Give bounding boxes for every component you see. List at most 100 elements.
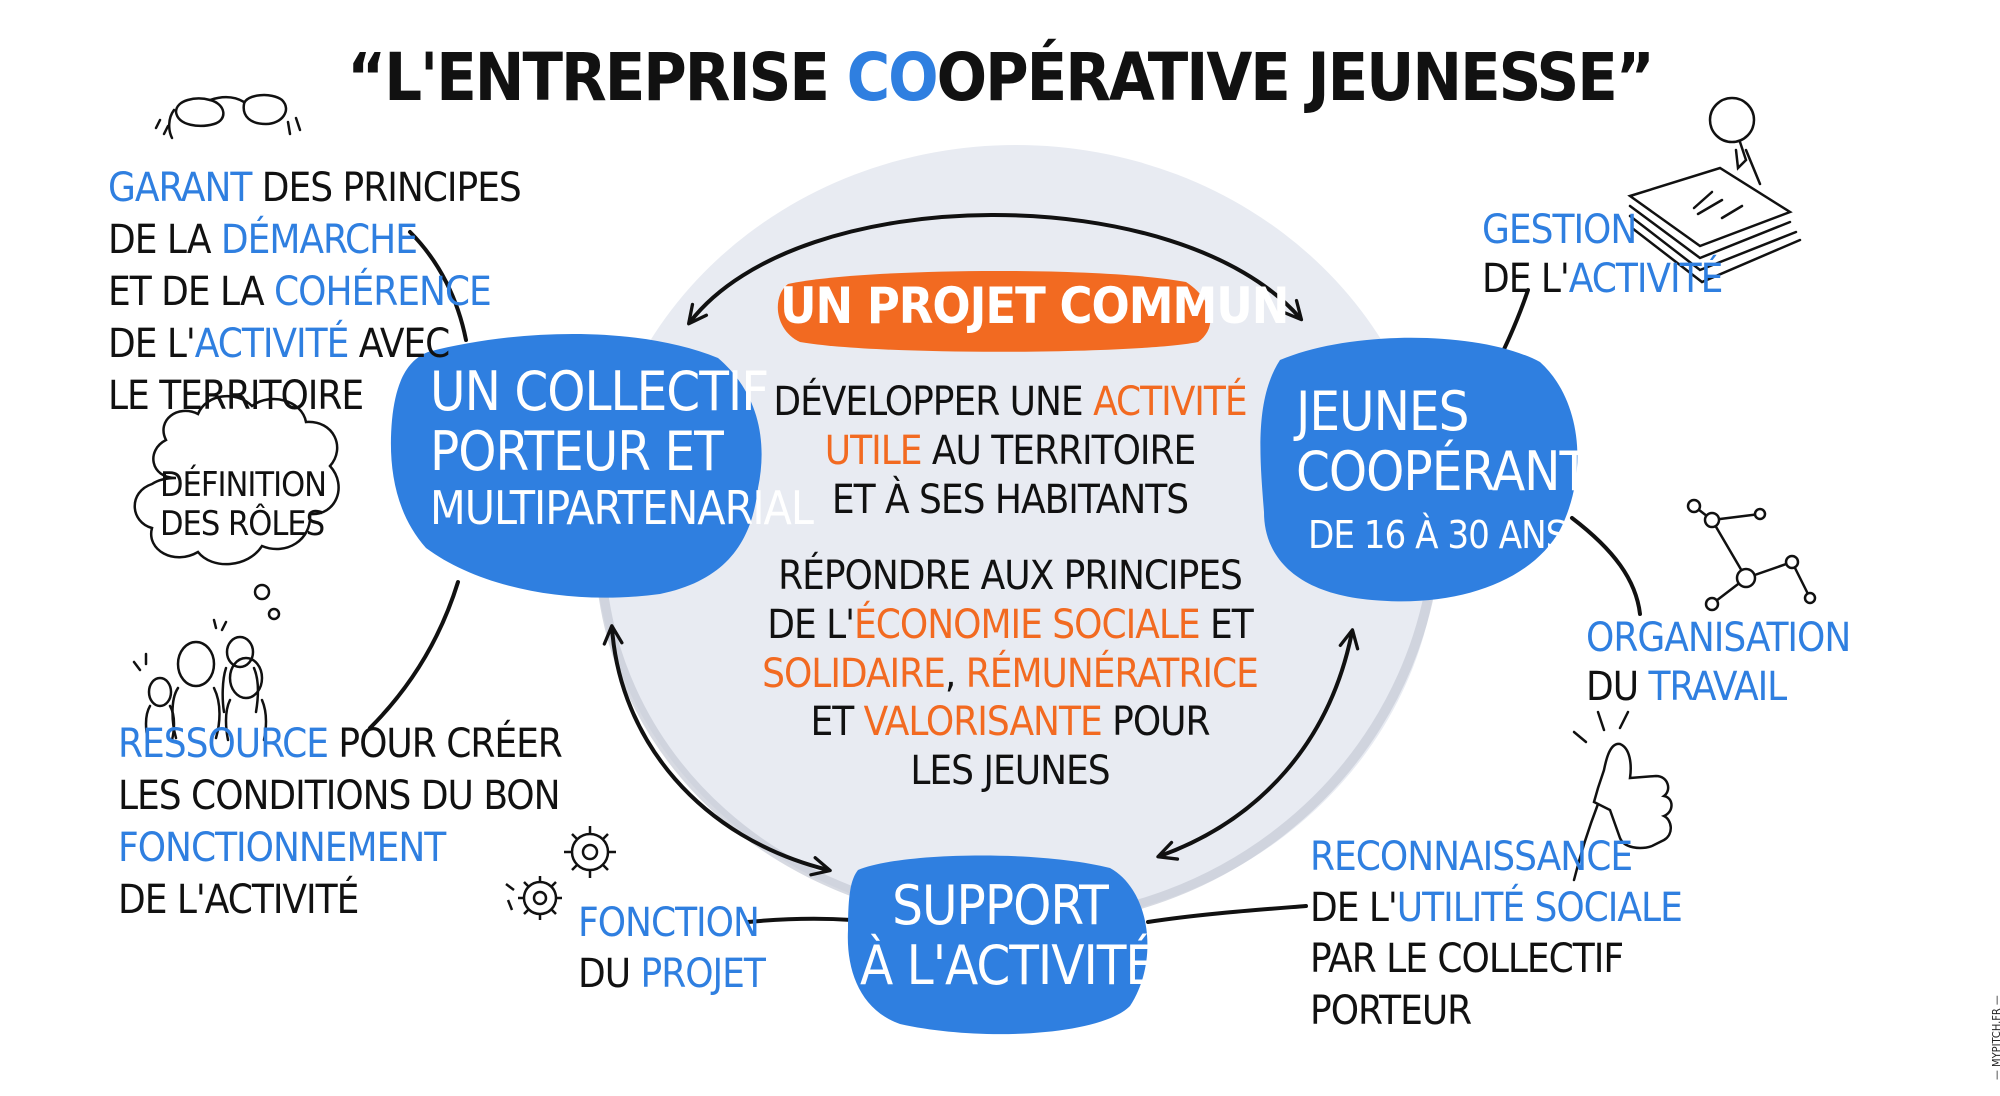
- center-p2-line3: SOLIDAIRE, RÉMUNÉRATRICE: [680, 650, 1340, 699]
- ressource-l1b: POUR CRÉER: [327, 721, 562, 767]
- ressource-line1: RESSOURCE POUR CRÉER: [118, 718, 563, 770]
- organisation-line2: DU TRAVAIL: [1586, 663, 1850, 712]
- center-p2-l2b: ÉCONOMIE SOCIALE: [854, 601, 1201, 648]
- center-p2-line2: DE L'ÉCONOMIE SOCIALE ET: [680, 601, 1340, 650]
- reconnaissance-l2b: UTILITÉ SOCIALE: [1396, 885, 1683, 932]
- center-p2-l2a: DE L': [767, 601, 855, 648]
- garant-l3b: COHÉRENCE: [274, 269, 492, 315]
- garant-line3: ET DE LA COHÉRENCE: [108, 266, 521, 318]
- center-p2-line5: LES JEUNES: [910, 748, 1110, 795]
- center-p1-line3: ET À SES HABITANTS: [831, 476, 1189, 523]
- ressource-note: RESSOURCE POUR CRÉER LES CONDITIONS DU B…: [118, 718, 563, 926]
- garant-l2a: DE LA: [108, 217, 221, 263]
- gestion-note: GESTION DE L'ACTIVITÉ: [1482, 206, 1724, 304]
- center-p1-l2b: AU TERRITOIRE: [921, 427, 1196, 474]
- arrow-left: [602, 624, 832, 877]
- projet-commun-badge: [777, 270, 1211, 352]
- garant-l1a: GARANT: [108, 165, 252, 211]
- support-label: SUPPORT À L'ACTIVITÉ: [860, 874, 1156, 998]
- center-p2-l3a: SOLIDAIRE: [762, 650, 946, 697]
- garant-note: GARANT DES PRINCIPES DE LA DÉMARCHE ET D…: [108, 162, 522, 422]
- gestion-line1: GESTION: [1482, 207, 1637, 253]
- organisation-l2b: TRAVAIL: [1648, 663, 1788, 710]
- roles-note: DÉFINITION DES RÔLES: [160, 465, 327, 545]
- ressource-line4: DE L'ACTIVITÉ: [118, 877, 359, 923]
- title-part-1: L'ENTREPRISE: [384, 39, 847, 116]
- center-p1-l1a: DÉVELOPPER UNE: [773, 379, 1094, 425]
- reconnaissance-note: RECONNAISSANCE DE L'UTILITÉ SOCIALE PAR …: [1310, 832, 1683, 1037]
- jeunes-bubble: [1260, 337, 1578, 602]
- title-open-quote: “: [347, 39, 386, 116]
- center-p2-l2c: ET: [1199, 601, 1254, 648]
- gears-icon: [505, 826, 616, 920]
- garant-line4: DE L'ACTIVITÉ AVEC: [108, 318, 521, 370]
- garant-l4b: ACTIVITÉ: [194, 321, 350, 367]
- center-p1-l1b: ACTIVITÉ: [1093, 379, 1248, 425]
- page-title: “L'ENTREPRISE COOPÉRATIVE JEUNESSE”: [0, 38, 2000, 119]
- reconnaissance-line4: PORTEUR: [1310, 987, 1472, 1034]
- collectif-line1: UN COLLECTIF: [430, 360, 769, 423]
- title-highlight: CO: [846, 39, 939, 116]
- fonction-note: FONCTION DU PROJET: [578, 898, 766, 1000]
- fonction-line2: DU PROJET: [578, 949, 766, 1000]
- collectif-label: UN COLLECTIF PORTEUR ET MULTIPARTENARIAL: [430, 360, 814, 535]
- documents-icon: [1627, 166, 1802, 284]
- garant-l4c: AVEC: [348, 321, 451, 367]
- jeunes-line2: COOPÉRANTS: [1296, 440, 1619, 504]
- projet-commun-label: UN PROJET COMMUN: [780, 277, 1289, 335]
- support-bubble: [847, 855, 1148, 1035]
- support-line2: À L'ACTIVITÉ: [860, 934, 1156, 998]
- ressource-l1a: RESSOURCE: [118, 721, 329, 767]
- gestion-l2a: DE L': [1482, 255, 1570, 302]
- ressource-line2: LES CONDITIONS DU BON: [118, 773, 561, 819]
- title-part-2: OPÉRATIVE JEUNESSE: [936, 39, 1618, 116]
- credit-text: — MYPITCH.FR —: [1990, 995, 2000, 1080]
- arrow-top: [686, 213, 1304, 326]
- support-line1: SUPPORT: [892, 874, 1109, 937]
- center-p2-line4: ET VALORISANTE POUR: [680, 698, 1340, 747]
- fonction-line1: FONCTION: [578, 900, 760, 946]
- reconnaissance-l2a: DE L': [1310, 885, 1398, 932]
- fonction-l2b: PROJET: [640, 951, 766, 998]
- magnifier-icon: [1708, 96, 1762, 186]
- reconnaissance-line1: RECONNAISSANCE: [1310, 834, 1633, 880]
- reconnaissance-line2: DE L'UTILITÉ SOCIALE: [1310, 883, 1683, 934]
- center-paragraph-activity: DÉVELOPPER UNE ACTIVITÉ UTILE AU TERRITO…: [690, 378, 1330, 524]
- collectif-line2: PORTEUR ET: [430, 420, 724, 484]
- center-paragraph-principles: RÉPONDRE AUX PRINCIPES DE L'ÉCONOMIE SOC…: [680, 552, 1340, 796]
- cycle-arrows: [602, 213, 1360, 877]
- center-p1-line1: DÉVELOPPER UNE ACTIVITÉ: [690, 378, 1330, 427]
- title-close-quote: ”: [1615, 39, 1655, 116]
- garant-l4a: DE L': [108, 321, 196, 367]
- reconnaissance-line3: PAR LE COLLECTIF: [1310, 936, 1624, 983]
- organisation-line1: ORGANISATION: [1586, 615, 1851, 661]
- glasses-icon: [154, 93, 302, 140]
- people-group-icon: [132, 618, 268, 742]
- garant-line5: LE TERRITOIRE: [108, 373, 364, 419]
- garant-line2: DE LA DÉMARCHE: [108, 214, 521, 266]
- network-icon: [1686, 498, 1817, 612]
- center-p2-l4c: POUR: [1101, 699, 1210, 746]
- jeunes-line1: JEUNES: [1296, 380, 1469, 443]
- gestion-l2b: ACTIVITÉ: [1568, 255, 1724, 302]
- center-p2-l4a: ET: [810, 699, 864, 746]
- collectif-bubble: [390, 333, 762, 598]
- thumbs-up-icon: [1572, 710, 1673, 882]
- garant-l1b: DES PRINCIPES: [251, 165, 522, 211]
- center-p2-l4b: VALORISANTE: [863, 699, 1103, 746]
- roles-line2: DES RÔLES: [160, 504, 325, 545]
- center-p1-l2a: UTILE: [824, 427, 923, 474]
- jeunes-label: JEUNES COOPÉRANTS: [1296, 380, 1619, 504]
- center-p1-line2: UTILE AU TERRITOIRE: [690, 427, 1330, 476]
- garant-l2b: DÉMARCHE: [220, 217, 418, 263]
- arrow-right: [1156, 628, 1360, 861]
- fonction-l2a: DU: [578, 951, 641, 998]
- organisation-note: ORGANISATION DU TRAVAIL: [1586, 614, 1851, 712]
- center-p2-l3c: RÉMUNÉRATRICE: [965, 650, 1259, 697]
- roles-line1: DÉFINITION: [160, 465, 327, 505]
- organisation-l2a: DU: [1586, 663, 1649, 710]
- thought-cloud-icon: [133, 394, 340, 621]
- collectif-line3: MULTIPARTENARIAL: [430, 480, 814, 535]
- center-p2-line1: RÉPONDRE AUX PRINCIPES: [778, 553, 1243, 599]
